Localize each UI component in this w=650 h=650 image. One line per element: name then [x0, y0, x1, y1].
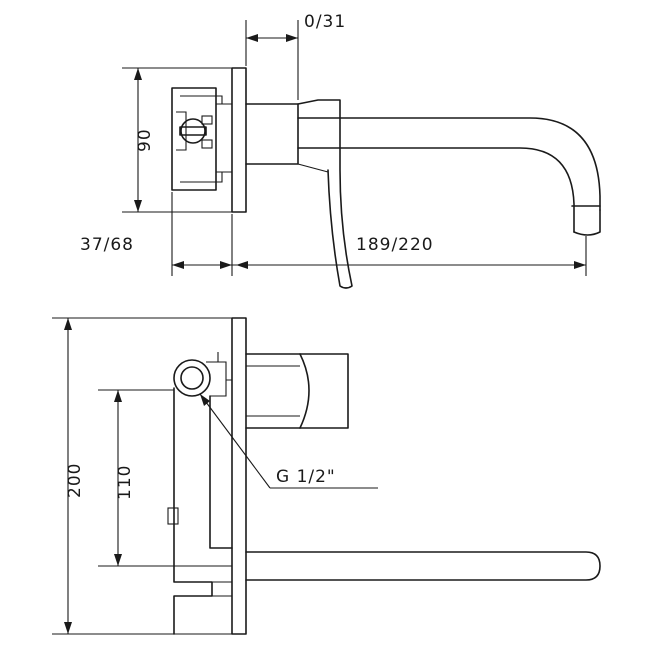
side-wall-plate — [231, 317, 247, 635]
thread-leader-line — [199, 393, 271, 489]
dim-wall-depth: 37/68 — [80, 235, 134, 255]
dim-top-offset: 0/31 — [304, 12, 346, 32]
side-handle-block — [245, 353, 349, 429]
thread-label: G 1/2" — [276, 467, 336, 487]
top-spout-outer — [297, 117, 601, 211]
top-spout-inner — [297, 147, 575, 233]
dim-spout-reach: 189/220 — [356, 235, 434, 255]
top-wall-plate — [231, 67, 247, 213]
side-view: 200 110 G 1/2" — [52, 317, 601, 635]
inlet-circle-outer — [173, 359, 211, 397]
side-spout — [245, 551, 601, 581]
side-body-right — [209, 395, 233, 549]
top-body — [171, 87, 217, 191]
dim-overall-height: 200 — [65, 463, 85, 498]
top-valve-circle — [180, 118, 206, 144]
top-rosette — [245, 103, 299, 165]
dim-inlet-to-spout: 110 — [115, 465, 135, 500]
side-body-left — [173, 387, 213, 635]
side-handle-curve — [299, 353, 310, 429]
top-view: 0/31 90 37/68 189/220 — [80, 12, 601, 289]
top-lever-handle — [297, 99, 353, 289]
inlet-circle-inner — [180, 366, 204, 390]
dim-height-upper: 90 — [135, 128, 155, 152]
